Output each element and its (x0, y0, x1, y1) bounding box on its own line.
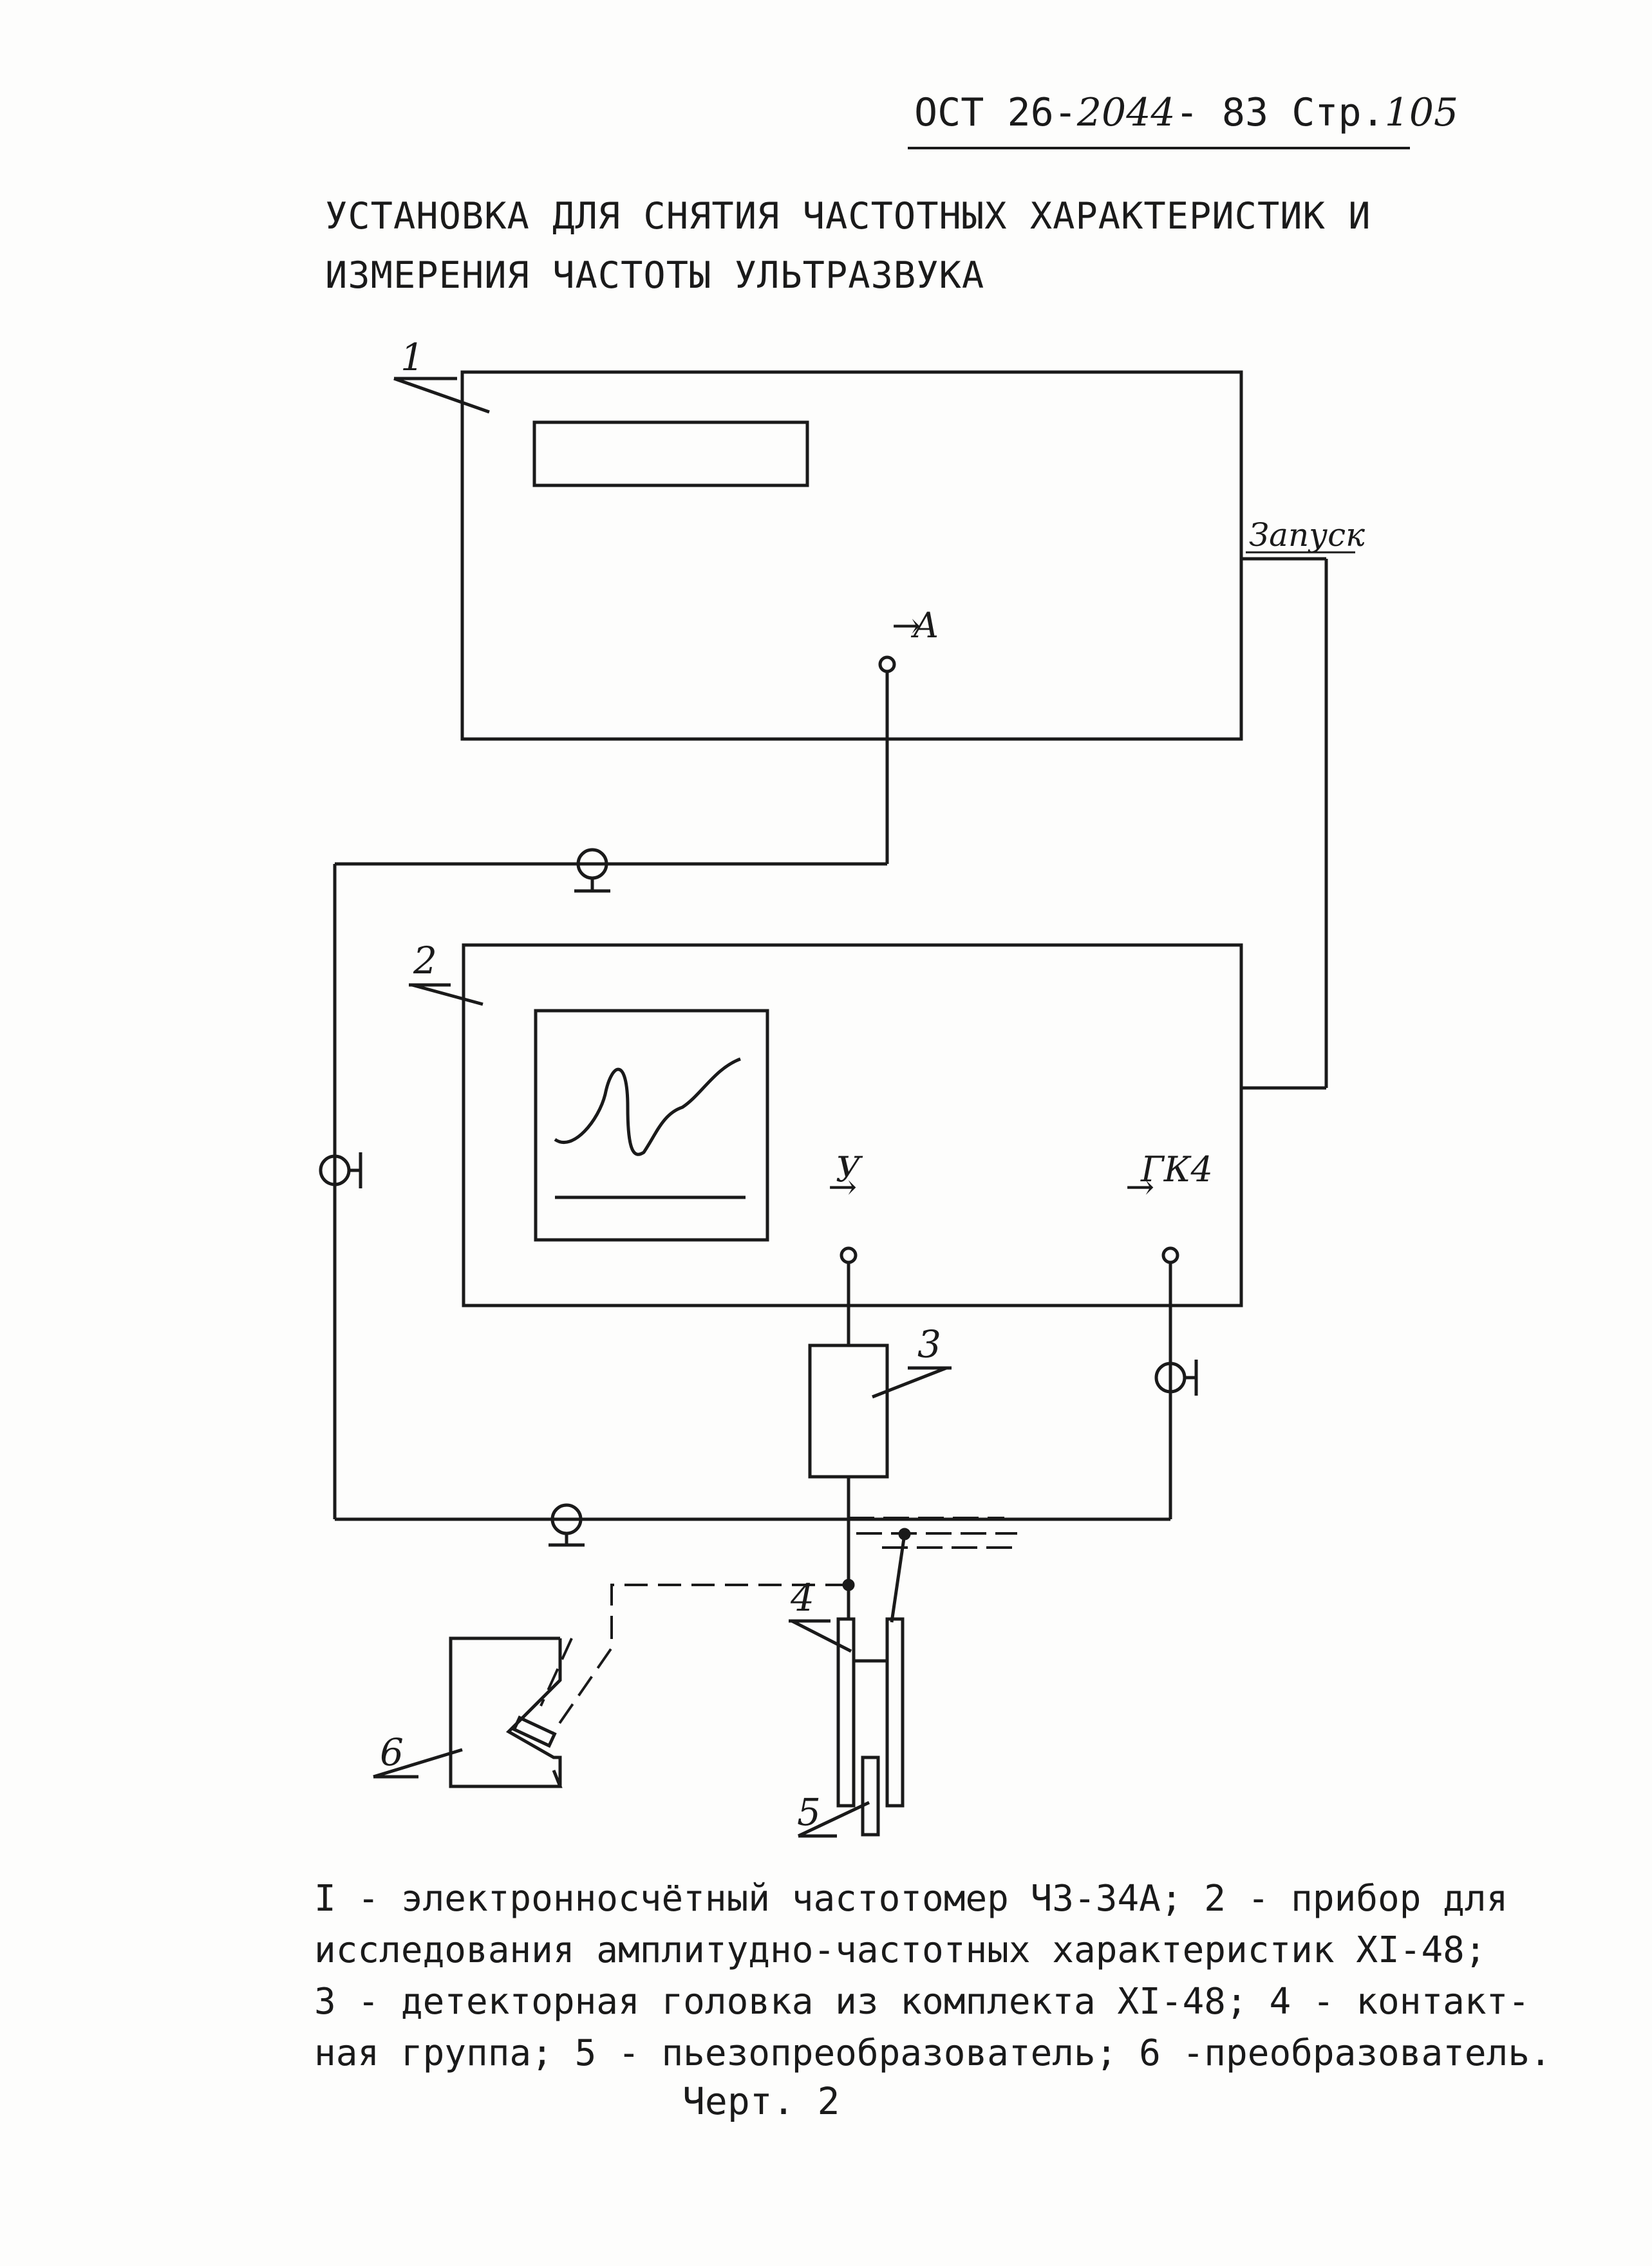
port-a-text: А (910, 605, 939, 646)
port-u-arrow: → (828, 1166, 857, 1207)
leader-line-2 (411, 983, 483, 1006)
page-number: 105 (1384, 90, 1459, 135)
header-underline (908, 147, 1410, 149)
standard-year-page-prefix: - 83 Стр. (1175, 90, 1385, 135)
port-gk4-terminal (1161, 1246, 1179, 1264)
device-label-5: 5 (797, 1790, 821, 1834)
caption-line-4: ная группа; 5 - пьезопреобразователь; 6 … (314, 2032, 1552, 2074)
frequency-response-curve (554, 1057, 741, 1156)
analyzer-screen (534, 1009, 769, 1242)
converter-element (512, 1715, 557, 1748)
figure-label: Черт. 2 (682, 2079, 840, 2123)
port-gk4-arrow: → (1125, 1166, 1154, 1207)
frequency-counter-box (460, 370, 1243, 741)
leader-line-6 (373, 1748, 463, 1779)
converter-body (449, 1636, 563, 1788)
counter-display (532, 420, 809, 487)
shield-lead-wire (890, 1533, 906, 1623)
port-u-label: У (836, 1149, 863, 1190)
dashed-link-to-converter (552, 1584, 849, 1733)
page-title: УСТАНОВКА ДЛЯ СНЯТИЯ ЧАСТОТНЫХ ХАРАКТЕРИ… (325, 187, 1371, 305)
contact-group-right-plate (885, 1617, 905, 1808)
piezo-transducer (861, 1756, 880, 1837)
dashed-link-to-converter-2 (540, 1638, 573, 1707)
device-label-1: 1 (400, 335, 424, 379)
caption-line-2: исследования амплитудно-частотных характ… (314, 1929, 1487, 1971)
frequency-response-analyzer-box (462, 943, 1243, 1307)
title-line-2: ИЗМЕРЕНИЯ ЧАСТОТЫ УЛЬТРАЗВУКА (325, 254, 985, 297)
converter-wedge (505, 1638, 562, 1786)
title-line-1: УСТАНОВКА ДЛЯ СНЯТИЯ ЧАСТОТНЫХ ХАРАКТЕРИ… (325, 195, 1371, 238)
leader-line-5 (797, 1801, 870, 1838)
leader-line-3 (872, 1366, 947, 1399)
port-gk4-label: ГК4 (1140, 1149, 1213, 1190)
detector-head-box (808, 1344, 889, 1479)
figure-caption: I - электронносчётный частотомер ЧЗ-34А;… (314, 1873, 1552, 2079)
device-label-6: 6 (380, 1730, 404, 1774)
port-a-terminal (878, 655, 896, 673)
device-label-3: 3 (917, 1322, 941, 1366)
caption-line-1: I - электронносчётный частотомер ЧЗ-34А;… (314, 1878, 1508, 1920)
leader-line-1 (393, 377, 490, 414)
caption-line-3: 3 - детекторная головка из комплекта XI-… (314, 1981, 1530, 2023)
port-u-terminal (840, 1246, 858, 1264)
standard-number: 2044 (1076, 90, 1176, 135)
device-label-2: 2 (413, 939, 437, 982)
leader-line-4 (791, 1619, 852, 1653)
launch-label: Запуск (1249, 516, 1365, 554)
standard-code: ОСТ 26- (914, 90, 1077, 135)
contact-group-left-plate (836, 1617, 856, 1808)
document-header: ОСТ 26-2044- 83 Стр.105 (914, 90, 1458, 135)
device-label-4: 4 (790, 1576, 814, 1620)
port-a-label: → (892, 605, 921, 646)
